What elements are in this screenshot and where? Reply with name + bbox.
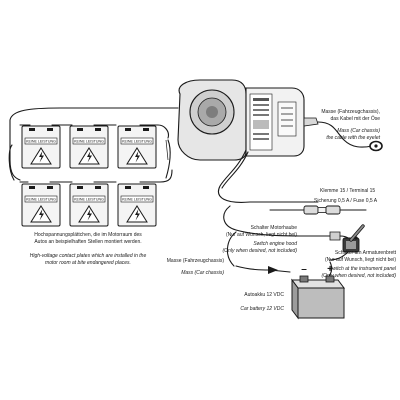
- svg-text:(Nur auf Wunsch, liegt nicht b: (Nur auf Wunsch, liegt nicht bei): [325, 257, 396, 263]
- plate-6: KEINE LEISTUNG: [117, 183, 157, 227]
- svg-text:(Only when desired, not includ: (Only when desired, not included): [322, 273, 397, 279]
- plate-label: KEINE LEISTUNG: [26, 198, 56, 202]
- svg-text:Schalter am Armaturenbrett: Schalter am Armaturenbrett: [335, 250, 397, 256]
- svg-text:Masse (Fahrzeugchassis): Masse (Fahrzeugchassis): [167, 258, 225, 264]
- fuse-holder: Sicherung 0,5 A / Fuse 0,5 A: [269, 198, 378, 215]
- plates-caption: Hochspannungsplättchen, die im Motorraum…: [30, 232, 147, 266]
- svg-text:(Nur auf Wunsch, liegt nicht b: (Nur auf Wunsch, liegt nicht bei): [226, 232, 297, 238]
- plate-label: KEINE LEISTUNG: [26, 140, 56, 144]
- svg-text:Switch engine hood: Switch engine hood: [253, 241, 297, 247]
- svg-text:the cable with the eyelet: the cable with the eyelet: [326, 135, 380, 141]
- svg-text:Autos an beispielhaften Stelle: Autos an beispielhaften Stellen montiert…: [34, 239, 141, 245]
- svg-text:(Only when desired, not includ: (Only when desired, not included): [223, 248, 298, 254]
- car-battery: – + Autoakku 12 VDC Car battery 12 VDC: [240, 261, 345, 320]
- svg-text:motor room at bite endangered: motor room at bite endangered places.: [45, 260, 131, 266]
- plate-1: KEINE LEISTUNG: [21, 125, 61, 169]
- svg-text:High-voltage contact plates wh: High-voltage contact plates which are in…: [30, 253, 147, 259]
- plate-3: KEINE LEISTUNG: [117, 125, 157, 169]
- main-cable: Klemme 15 / Terminal 15: [218, 149, 375, 203]
- terminal-label: Klemme 15 / Terminal 15: [320, 188, 375, 194]
- svg-text:das Kabel mit der Öse: das Kabel mit der Öse: [331, 115, 381, 122]
- chassis-ground: Masse (Fahrzeugchassis) Mass (Car chassi…: [167, 231, 291, 276]
- ground-cable: Masse (Fahrzeugchassis), das Kabel mit d…: [317, 109, 383, 152]
- plate-2: KEINE LEISTUNG: [69, 125, 109, 169]
- plate-wiring: [8, 107, 179, 183]
- svg-text:Mass (Car chassis): Mass (Car chassis): [181, 270, 224, 276]
- ground-arrow-icon: [268, 266, 278, 274]
- battery-minus-label: –: [301, 264, 307, 275]
- panel-switch: Schalter am Armaturenbrett (Nur auf Wuns…: [322, 224, 397, 279]
- plate-5: KEINE LEISTUNG: [69, 183, 109, 227]
- svg-text:Masse (Fahrzeugchassis),: Masse (Fahrzeugchassis),: [321, 109, 380, 115]
- svg-text:Hochspannungsplättchen, die im: Hochspannungsplättchen, die im Motorraum…: [34, 232, 142, 238]
- svg-text:Autoakku 12 VDC: Autoakku 12 VDC: [244, 292, 284, 298]
- plate-label: KEINE LEISTUNG: [74, 140, 104, 144]
- svg-text:Switch at the instrument panel: Switch at the instrument panel: [329, 266, 397, 272]
- hood-switch: Schalter Motorhaube (Nur auf Wunsch, lie…: [223, 205, 341, 254]
- control-unit: [177, 79, 319, 161]
- svg-text:Schalter Motorhaube: Schalter Motorhaube: [251, 225, 298, 231]
- plate-label: KEINE LEISTUNG: [74, 198, 104, 202]
- svg-text:Mass (Car chassis): Mass (Car chassis): [337, 128, 380, 134]
- battery-plus-label: +: [327, 264, 333, 275]
- plate-4: KEINE LEISTUNG: [21, 183, 61, 227]
- svg-text:Car battery 12 VDC: Car battery 12 VDC: [240, 306, 284, 312]
- fuse-label: Sicherung 0,5 A / Fuse 0,5 A: [314, 198, 378, 204]
- plate-label: KEINE LEISTUNG: [122, 198, 152, 202]
- plate-label: KEINE LEISTUNG: [122, 140, 152, 144]
